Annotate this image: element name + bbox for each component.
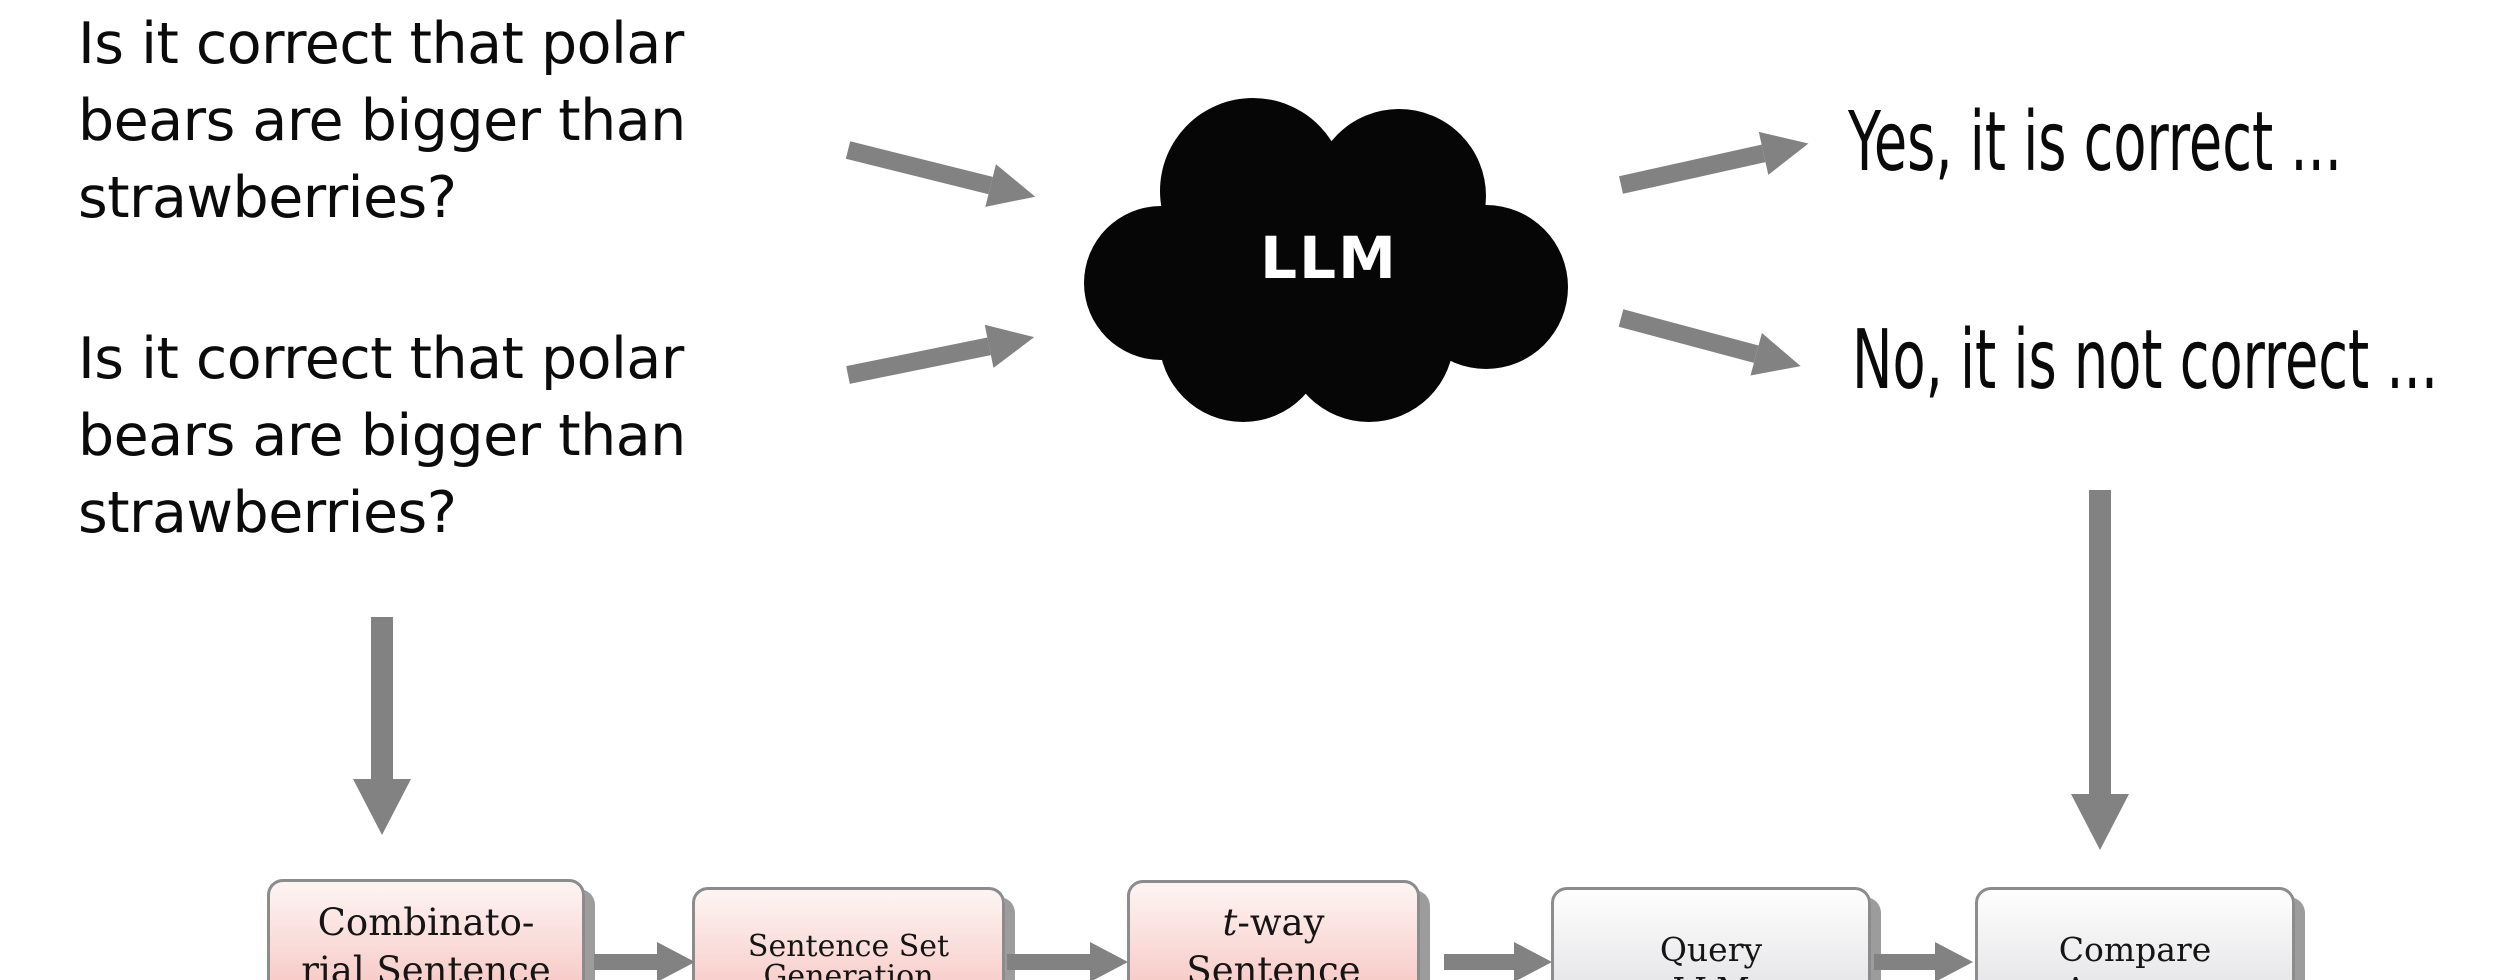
arrow-llm-to-yes	[1616, 121, 1814, 207]
box-3-line-1: t-way	[1222, 901, 1325, 944]
arrow-question1-to-llm	[843, 129, 1041, 219]
llm-cloud-label: LLM	[1260, 224, 1398, 292]
llm-response-no: No, it is not correct ...	[1852, 313, 2439, 408]
box-5-line-2: Answers	[1978, 970, 2292, 980]
arrow-shaft	[1618, 309, 1759, 363]
arrow-shaft	[594, 954, 657, 970]
arrow-box3-to-box4	[1444, 942, 1552, 980]
arrow-shaft	[1007, 954, 1090, 970]
llm-cloud-icon	[1084, 98, 1568, 422]
pipeline-box-combinatorial-sentence: Combinato- rial Sentence	[267, 879, 585, 980]
arrow-box2-to-box3	[1007, 942, 1128, 980]
arrow-response-to-compare	[2071, 490, 2129, 850]
pipeline-box-sentence-set-generation: Sentence Set Generation	[692, 887, 1005, 980]
question-1-line-3: strawberries?	[78, 165, 457, 231]
arrow-shaft	[1874, 954, 1935, 970]
question-2-line-1: Is it correct that polar	[78, 326, 684, 392]
arrow-shaft	[1619, 144, 1766, 194]
pipeline-box-t-way-sentence: t-way Sentence	[1127, 880, 1420, 980]
box-2-line-2: Generation	[763, 959, 934, 980]
question-prompt-2: Is it correct that polar bears are bigge…	[78, 321, 686, 552]
arrow-llm-to-no	[1615, 297, 1807, 388]
arrow-head	[985, 164, 1041, 219]
box-5-line-1: Compare	[2058, 930, 2212, 969]
question-1-line-2: bears are bigger than	[78, 88, 686, 154]
arrow-head	[2071, 794, 2129, 850]
arrow-shaft	[371, 617, 393, 779]
question-2-line-3: strawberries?	[78, 480, 457, 546]
box-1-line-1: Combinato-	[317, 901, 535, 944]
box-3-line-2: Sentence	[1186, 949, 1361, 980]
box-4-line-1: Query	[1659, 930, 1763, 969]
arrow-head	[984, 315, 1039, 368]
arrow-head	[1758, 121, 1814, 175]
box-1-line-2: rial Sentence	[301, 949, 551, 980]
arrow-shaft	[1444, 954, 1514, 970]
arrow-shaft	[846, 337, 991, 384]
pipeline-box-query-llm: Query LLM	[1551, 887, 1871, 980]
box-4-line-2: LLM	[1554, 970, 1868, 980]
arrow-shaft	[845, 141, 993, 195]
arrow-box1-to-box2	[594, 942, 695, 980]
pipeline-box-compare: Compare Answers	[1975, 887, 2295, 980]
question-1-line-1: Is it correct that polar	[78, 11, 684, 77]
arrow-box4-to-box5	[1874, 942, 1973, 980]
arrow-head	[657, 942, 695, 980]
arrow-head	[1750, 332, 1807, 388]
arrow-head	[1090, 942, 1128, 980]
question-2-line-2: bears are bigger than	[78, 403, 686, 469]
question-prompt-1: Is it correct that polar bears are bigge…	[78, 6, 686, 237]
arrow-head	[1935, 942, 1973, 980]
arrow-head	[1514, 942, 1552, 980]
arrow-question2-to-pipeline	[353, 617, 411, 835]
arrow-shaft	[2089, 490, 2111, 794]
llm-response-yes: Yes, it is correct ...	[1848, 95, 2342, 190]
box-2-line-1: Sentence Set	[747, 929, 950, 964]
arrow-question2-to-llm	[844, 315, 1039, 397]
arrow-head	[353, 779, 411, 835]
